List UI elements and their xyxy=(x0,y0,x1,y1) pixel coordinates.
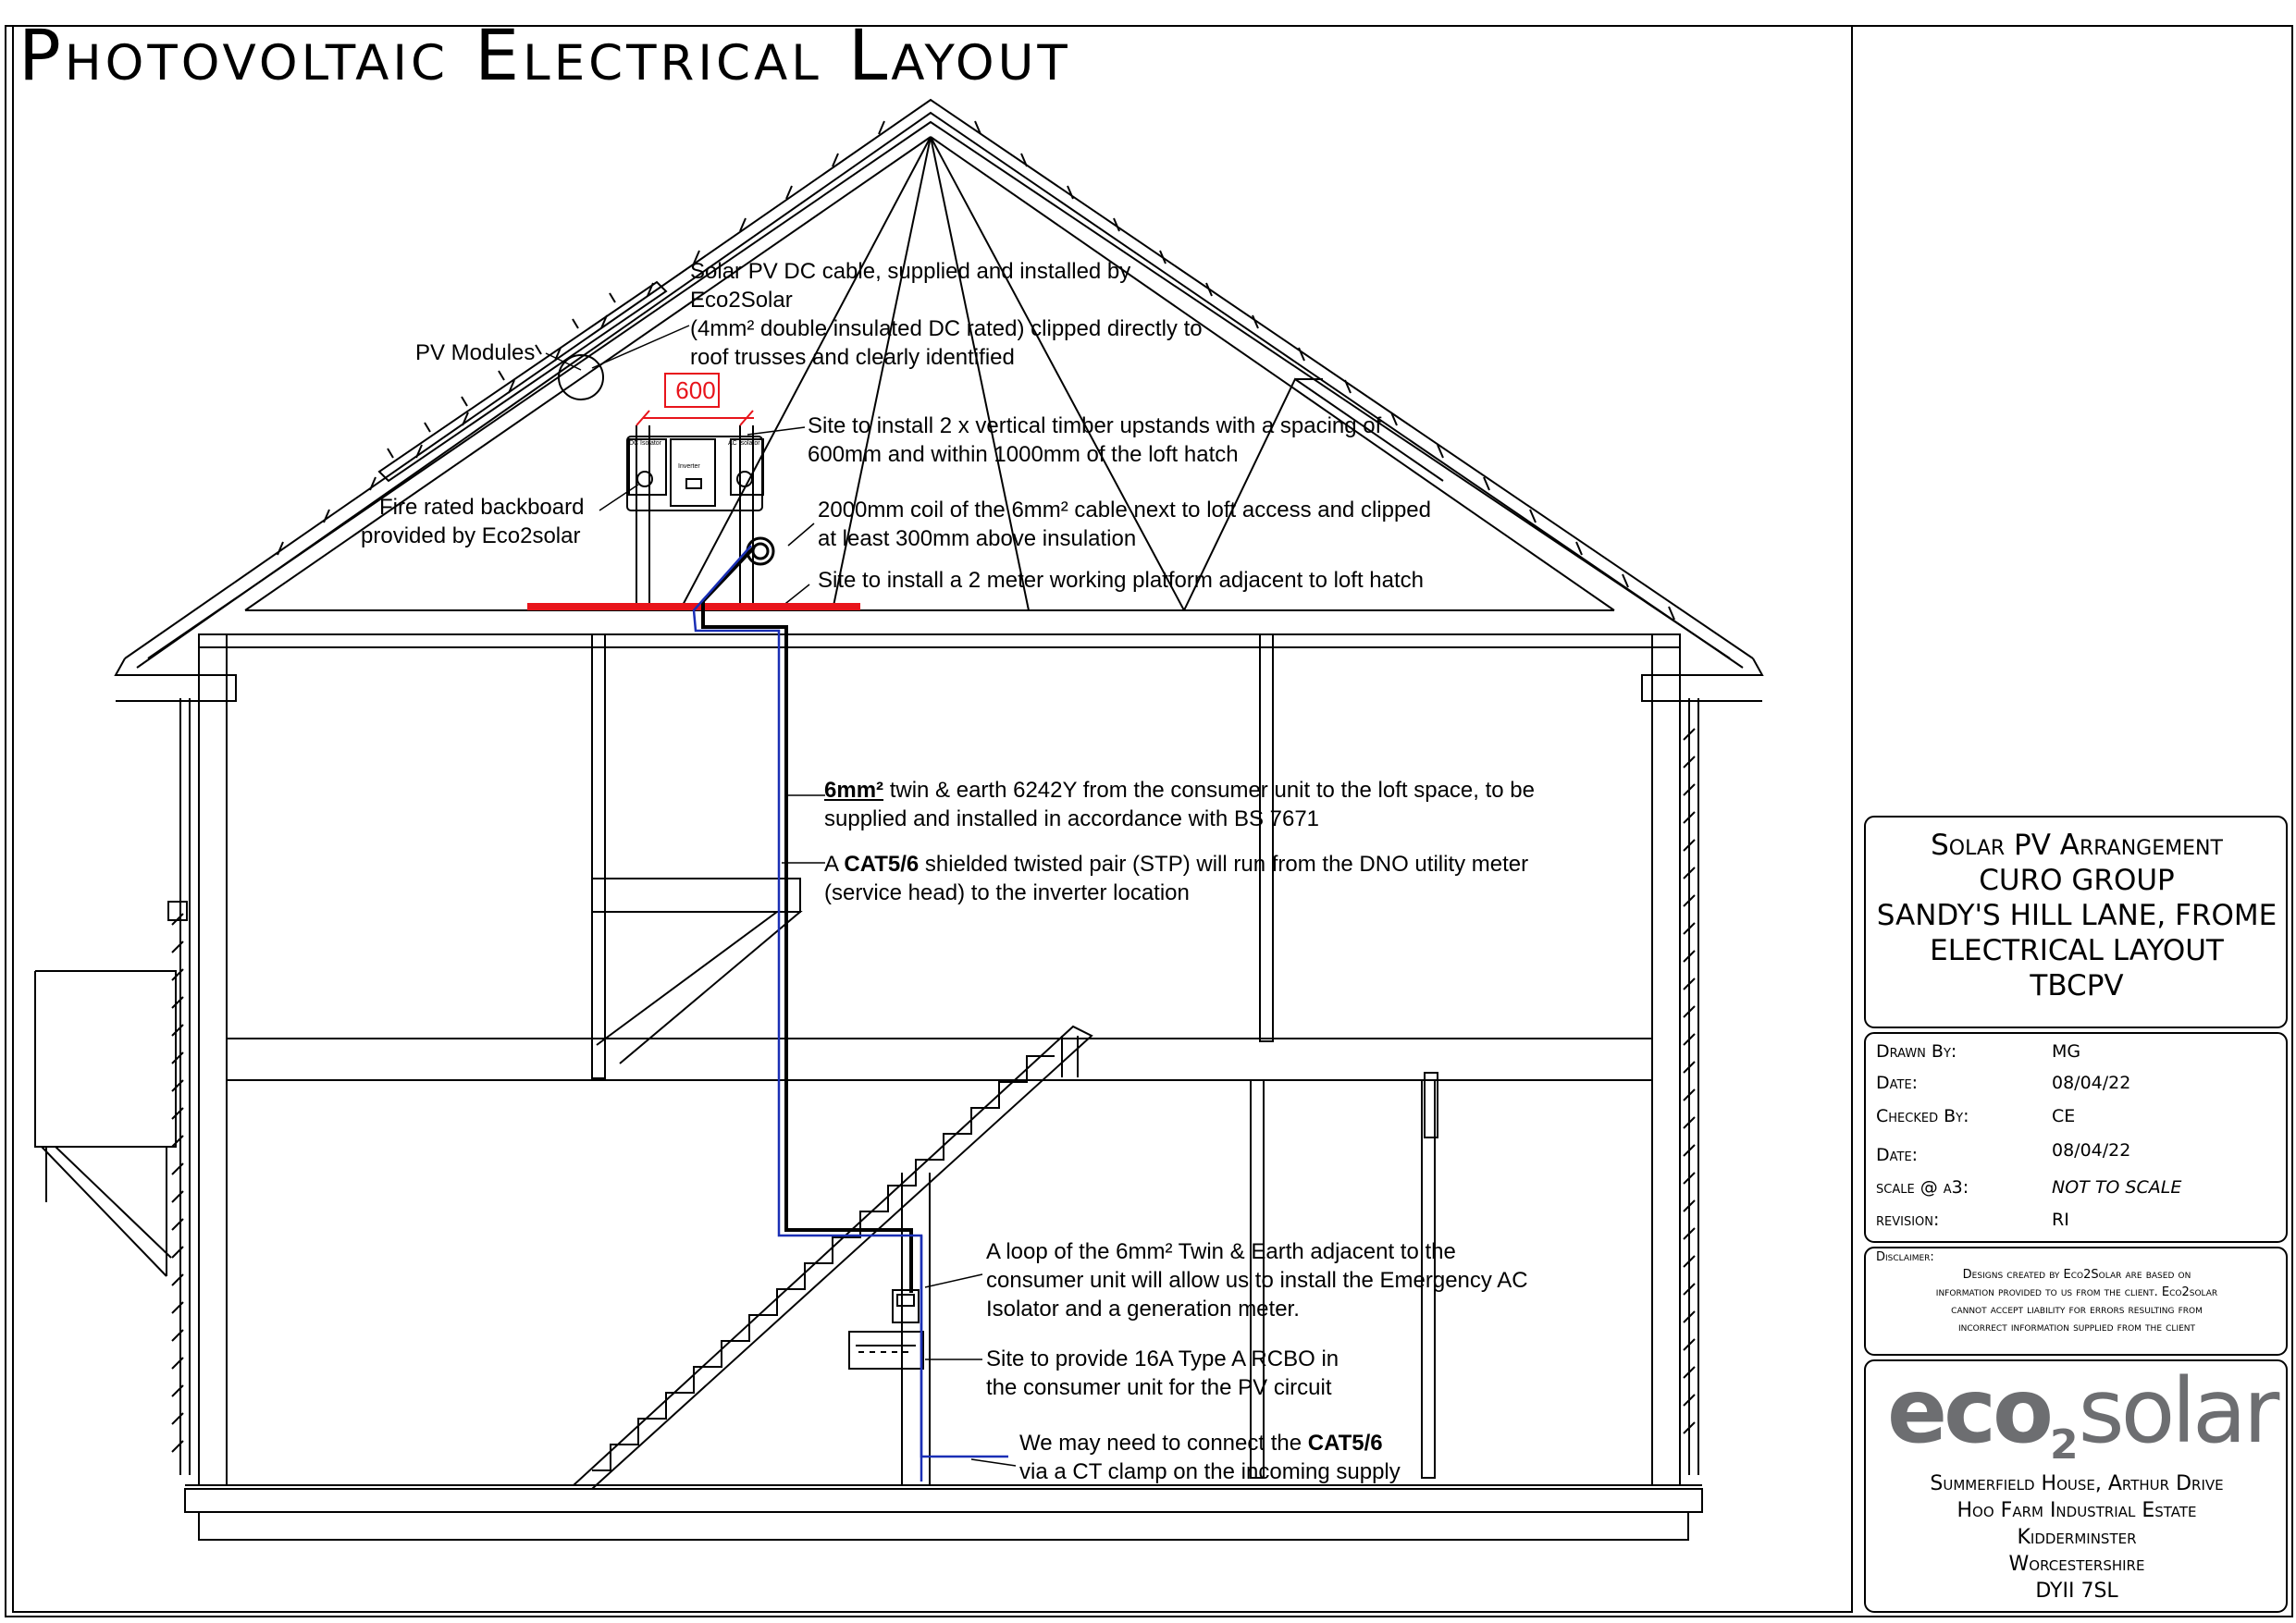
label-ct-2: via a CT clamp on the incoming supply xyxy=(1019,1459,1401,1484)
disclaimer-line-3: cannot accept liability for errors resul… xyxy=(1951,1303,2203,1317)
label-loop-2: consumer unit will allow us to install t… xyxy=(986,1268,1528,1293)
address-line-4: Worcestershire xyxy=(2008,1553,2145,1576)
title-block-project-2: CURO GROUP xyxy=(1979,864,2175,897)
revision-value: RI xyxy=(2052,1210,2069,1230)
title-block-project-3: SANDY'S HILL LANE, FROME xyxy=(1876,899,2277,932)
disclaimer-line-2: information provided to us from the clie… xyxy=(1935,1285,2218,1299)
title-block-disclaimer-box xyxy=(1864,1247,2288,1356)
label-dc-cable-3: (4mm² double insulated DC rated) clipped… xyxy=(690,316,1203,341)
dimension-marker xyxy=(636,373,754,426)
label-upstands-1: Site to install 2 x vertical timber upst… xyxy=(808,413,1382,438)
drawn-by-label: Drawn By: xyxy=(1876,1041,1957,1062)
revision-label: revision: xyxy=(1876,1210,1940,1230)
eco2solar-logo: eco2solar xyxy=(1887,1367,2279,1469)
label-cat-2: (service head) to the inverter location xyxy=(824,880,1190,905)
title-block-project-4: ELECTRICAL LAYOUT xyxy=(1930,934,2224,967)
logo-text-2: 2 xyxy=(2049,1421,2079,1469)
label-twin-earth-bold: 6mm² xyxy=(824,778,884,803)
logo-text-eco: eco xyxy=(1887,1359,2054,1463)
label-rcbo-2: the consumer unit for the PV circuit xyxy=(986,1375,1332,1400)
title-block-project-1: Solar PV Arrangement xyxy=(1931,829,2223,862)
drawing-title: Photovoltaic Electrical Layout xyxy=(19,14,1071,96)
date2-value: 08/04/22 xyxy=(2052,1140,2131,1161)
checked-by-label: Checked By: xyxy=(1876,1106,1969,1126)
building-walls xyxy=(34,633,1703,1541)
label-pv-modules: PV Modules xyxy=(415,340,536,365)
ac-isolator-box xyxy=(730,438,764,496)
inverter-box xyxy=(670,438,716,507)
logo-text-solar: solar xyxy=(2078,1359,2280,1463)
label-twin-earth-rest: twin & earth 6242Y from the consumer uni… xyxy=(883,778,1535,803)
box-label-ac-isolator: AC Isolator xyxy=(728,440,760,447)
disclaimer-line-4: incorrect information supplied from the … xyxy=(1957,1321,2196,1334)
label-cat-bold: CAT5/6 xyxy=(844,852,920,877)
address-line-1: Summerfield House, Arthur Drive xyxy=(1930,1472,2224,1495)
title-block-info-box xyxy=(1864,1032,2288,1243)
label-cat-prefix: A xyxy=(824,852,845,877)
box-label-inverter: Inverter xyxy=(678,463,700,470)
label-upstands-2: 600mm and within 1000mm of the loft hatc… xyxy=(808,442,1239,467)
label-backboard-2: provided by Eco2solar xyxy=(361,523,581,548)
cat-cable xyxy=(692,545,1008,1458)
label-platform: Site to install a 2 meter working platfo… xyxy=(818,568,1424,593)
label-ct-bold: CAT5/6 xyxy=(1307,1431,1383,1456)
label-twin-earth-2: supplied and installed in accordance wit… xyxy=(824,806,1320,831)
title-block-project-box xyxy=(1864,816,2288,1028)
address-line-3: Kidderminster xyxy=(2017,1526,2137,1549)
label-rcbo-1: Site to provide 16A Type A RCBO in xyxy=(986,1346,1339,1371)
label-coil-1: 2000mm coil of the 6mm² cable next to lo… xyxy=(818,498,1431,523)
address-line-2: Hoo Farm Industrial Estate xyxy=(1957,1499,2197,1522)
box-label-dc-isolator: DC Isolator xyxy=(629,440,662,447)
label-ct-1: We may need to connect the CAT5/6 xyxy=(1019,1429,1383,1457)
label-ct-prefix: We may need to connect the xyxy=(1019,1431,1308,1456)
label-dimension-600: 600 xyxy=(675,376,716,404)
date-value: 08/04/22 xyxy=(2052,1073,2131,1093)
date2-label: Date: xyxy=(1876,1145,1919,1165)
date-label: Date: xyxy=(1876,1073,1919,1093)
label-dc-cable-4: roof trusses and clearly identified xyxy=(690,345,1015,370)
roof xyxy=(114,98,1764,702)
label-loop-3: Isolator and a generation meter. xyxy=(986,1297,1300,1322)
drawn-by-value: MG xyxy=(2052,1041,2081,1062)
dc-isolator-box xyxy=(628,438,667,496)
address-line-5: DYII 7SL xyxy=(2035,1580,2118,1603)
label-twin-earth-1: 6mm² twin & earth 6242Y from the consume… xyxy=(824,776,1535,805)
title-block-company-box xyxy=(1864,1359,2288,1613)
disclaimer: Disclaimer: Designs created by Eco2Solar… xyxy=(1870,1248,2283,1336)
checked-by-value: CE xyxy=(2052,1106,2076,1126)
disclaimer-line-1: Designs created by Eco2Solar are based o… xyxy=(1962,1268,2191,1282)
drawing-frame xyxy=(12,25,1853,1613)
company-address: Summerfield House, Arthur Drive Hoo Farm… xyxy=(1870,1470,2283,1605)
label-dc-cable-2: Eco2Solar xyxy=(690,288,793,313)
label-cat-rest: shielded twisted pair (STP) will run fro… xyxy=(919,852,1529,877)
label-loop-1: A loop of the 6mm² Twin & Earth adjacent… xyxy=(986,1239,1456,1264)
scale-label: scale @ a3: xyxy=(1876,1177,1969,1198)
title-block-project-5: TBCPV xyxy=(2030,969,2124,1002)
scale-value: NOT TO SCALE xyxy=(2052,1177,2182,1198)
label-coil-2: at least 300mm above insulation xyxy=(818,526,1137,551)
power-cable xyxy=(701,546,913,1293)
loft-equipment xyxy=(558,354,775,603)
label-dc-cable-1: Solar PV DC cable, supplied and installe… xyxy=(690,259,1131,284)
label-backboard-1: Fire rated backboard xyxy=(379,495,585,520)
disclaimer-head: Disclaimer: xyxy=(1876,1250,1934,1264)
consumer-unit xyxy=(848,1289,924,1370)
label-cat-1: A CAT5/6 shielded twisted pair (STP) wil… xyxy=(824,850,1528,879)
staircase xyxy=(573,911,1093,1490)
